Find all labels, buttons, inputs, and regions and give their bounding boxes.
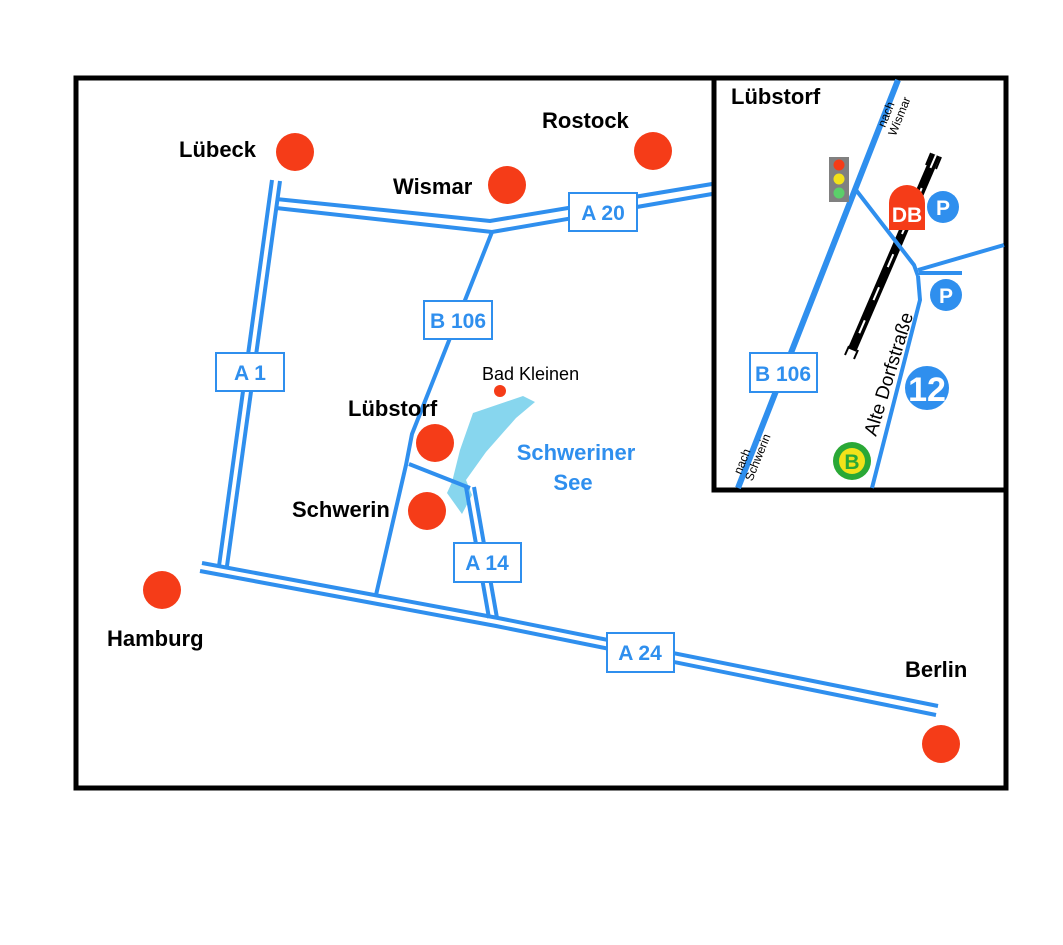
city-dot-bad-kleinen: [494, 385, 506, 397]
shield-a14-label: A 14: [465, 552, 509, 575]
shield-a1: A 1: [215, 352, 285, 392]
city-label-schwerin: Schwerin: [292, 497, 390, 522]
inset-road-alte-dorfstrasse: [870, 275, 923, 489]
bus-badge-label: B: [844, 451, 859, 474]
shield-a20: A 20: [568, 192, 638, 232]
autobahn-a24: [199, 561, 939, 717]
inset-shield-b106: B 106: [749, 352, 818, 393]
city-dot-luebstorf: [416, 424, 454, 462]
shield-a20-label: A 20: [581, 202, 625, 225]
city-dot-berlin: [922, 725, 960, 763]
inset-map: DB P P 12 B B 106 Lübstorf: [711, 75, 1009, 493]
shield-a1-label: A 1: [234, 362, 266, 385]
inset-road-b106: [735, 78, 901, 490]
inset-road-station: [854, 188, 920, 277]
city-dot-rostock: [634, 132, 672, 170]
house-number-label: 12: [908, 371, 946, 409]
city-label-berlin: Berlin: [905, 657, 967, 682]
lake-label-line1: Schweriner: [517, 440, 636, 465]
shield-a14: A 14: [453, 542, 522, 583]
city-dot-wismar: [488, 166, 526, 204]
city-label-luebeck: Lübeck: [179, 137, 257, 162]
lake-label-line2: See: [553, 470, 592, 495]
city-dot-luebeck: [276, 133, 314, 171]
city-label-bad-kleinen: Bad Kleinen: [482, 364, 579, 384]
train-station-icon: DB: [889, 185, 925, 230]
city-label-luebstorf: Lübstorf: [348, 396, 438, 421]
city-label-hamburg: Hamburg: [107, 626, 204, 651]
parking-icon: P: [930, 279, 962, 311]
shield-b106: B 106: [423, 300, 493, 340]
city-dot-hamburg: [143, 571, 181, 609]
city-label-rostock: Rostock: [542, 108, 630, 133]
parking-badge-label-2: P: [939, 285, 953, 308]
shield-a24: A 24: [606, 632, 675, 673]
inset-road-east: [917, 243, 1005, 272]
house-number-badge: 12: [905, 366, 949, 410]
station-badge-label: DB: [892, 204, 922, 227]
inset-map-frame: [711, 75, 1009, 493]
traffic-light-icon: [829, 157, 849, 202]
parking-badge-label-1: P: [936, 197, 950, 220]
city-label-wismar: Wismar: [393, 174, 473, 199]
shield-b106-label: B 106: [430, 310, 486, 333]
shield-a24-label: A 24: [618, 642, 662, 665]
inset-shield-b106-label: B 106: [755, 363, 811, 386]
city-dot-schwerin: [408, 492, 446, 530]
bus-stop-icon: B: [833, 442, 871, 480]
railway-track-icon: [844, 152, 942, 360]
schweriner-see-lake: [447, 396, 535, 514]
inset-title: Lübstorf: [731, 84, 821, 109]
parking-icon: P: [927, 191, 959, 223]
